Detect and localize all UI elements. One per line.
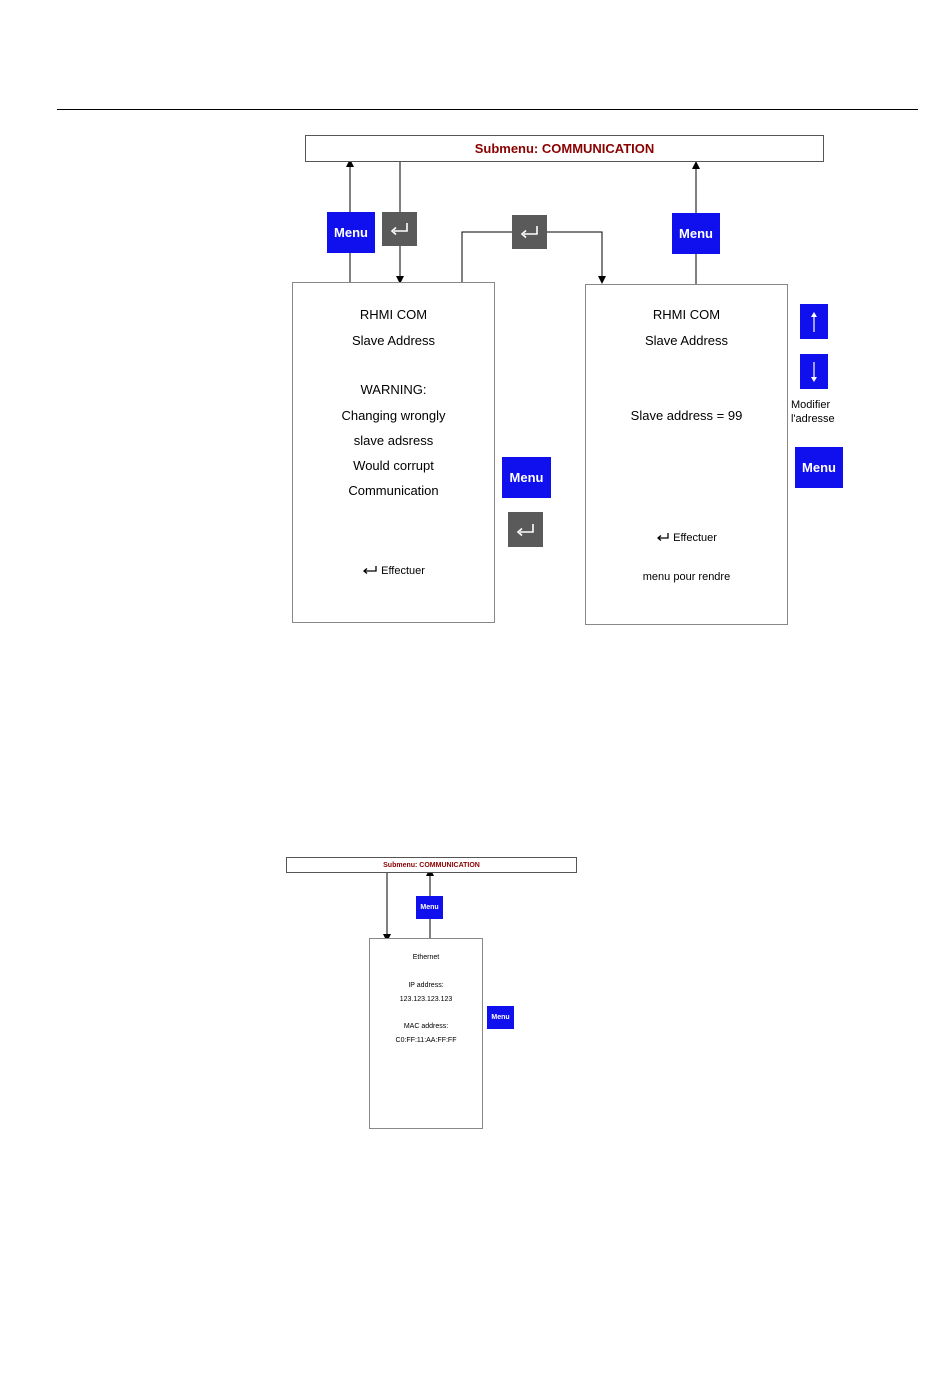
warning-line: Changing wrongly [341,408,446,423]
menu-button[interactable]: Menu [795,447,843,488]
action-label: Effectuer [381,565,425,577]
ip-address-value: 123.123.123.123 [399,996,453,1003]
screen-title: Ethernet [412,954,440,961]
note-line: Modifier [791,399,831,411]
action-hint: Effectuer [586,532,787,544]
screen-title: RHMI COM [359,307,428,322]
menu-button[interactable]: Menu [672,213,720,254]
ip-address-label: IP address: [408,982,444,989]
mac-address-value: C0:FF:11:AA:FF:FF [395,1037,457,1044]
screen-subtitle: Slave Address [644,333,729,348]
action-label: Effectuer [673,532,717,544]
submenu-title-box: Submenu: COMMUNICATION [305,135,824,162]
note-line: l'adresse [791,413,835,425]
arrow-up-icon [811,311,817,332]
slave-address-edit-screen: RHMI COM Slave Address Slave address = 9… [585,284,788,625]
arrow-down-icon [811,361,817,382]
enter-key-icon [520,226,538,239]
page-rule [57,109,918,110]
enter-key-icon [390,223,408,236]
mac-address-label: MAC address: [403,1023,449,1030]
down-button[interactable] [800,354,828,389]
action-hint: Effectuer [293,565,494,577]
ethernet-screen: Ethernet IP address: 123.123.123.123 MAC… [369,938,483,1129]
enter-key-icon [516,523,534,536]
warning-heading: WARNING: [360,382,427,397]
return-hint: menu pour rendre [642,571,731,583]
enter-button[interactable] [382,212,417,246]
menu-button[interactable]: Menu [502,457,551,498]
submenu-title-box: Submenu: COMMUNICATION [286,857,577,873]
menu-button[interactable]: Menu [416,896,443,919]
modify-address-note: Modifier l'adresse [791,398,835,426]
warning-line: Communication [348,483,439,498]
enter-button[interactable] [508,512,543,547]
menu-button[interactable]: Menu [327,212,375,253]
warning-line: slave adsress [353,433,434,448]
up-button[interactable] [800,304,828,339]
enter-button[interactable] [512,215,547,249]
enter-key-icon [657,533,669,541]
menu-button[interactable]: Menu [487,1006,514,1029]
slave-address-warning-screen: RHMI COM Slave Address WARNING: Changing… [292,282,495,623]
enter-key-icon [363,566,377,574]
screen-title: RHMI COM [652,307,721,322]
screen-subtitle: Slave Address [351,333,436,348]
slave-address-value: Slave address = 99 [630,408,743,423]
warning-line: Would corrupt [353,458,434,473]
